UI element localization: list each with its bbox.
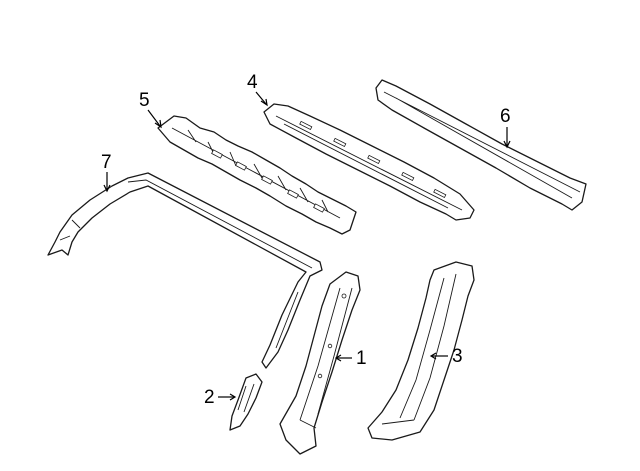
part-roof-bow-front[interactable] (157, 115, 357, 235)
callout-number: 4 (247, 72, 258, 93)
part-windshield-frame[interactable] (47, 172, 323, 369)
callout-number: 5 (139, 90, 150, 111)
part-bracket[interactable] (229, 373, 263, 431)
callout-3: 3 (429, 346, 463, 367)
callout-number: 3 (452, 346, 463, 367)
callout-2: 2 (204, 387, 237, 408)
callout-6: 6 (500, 106, 511, 149)
callout-1: 1 (334, 348, 367, 369)
callout-number: 1 (356, 348, 367, 369)
part-pillar-a-outer[interactable] (367, 261, 475, 441)
callout-5: 5 (139, 90, 162, 129)
callout-7: 7 (101, 152, 112, 193)
callout-number: 2 (204, 387, 215, 408)
callout-number: 7 (101, 152, 112, 173)
part-roof-bow-center[interactable] (263, 103, 475, 221)
callout-number: 6 (500, 106, 511, 127)
part-pillar-a-inner[interactable] (279, 271, 361, 455)
callout-4: 4 (247, 72, 268, 107)
part-roof-rail-rear[interactable] (375, 79, 587, 211)
